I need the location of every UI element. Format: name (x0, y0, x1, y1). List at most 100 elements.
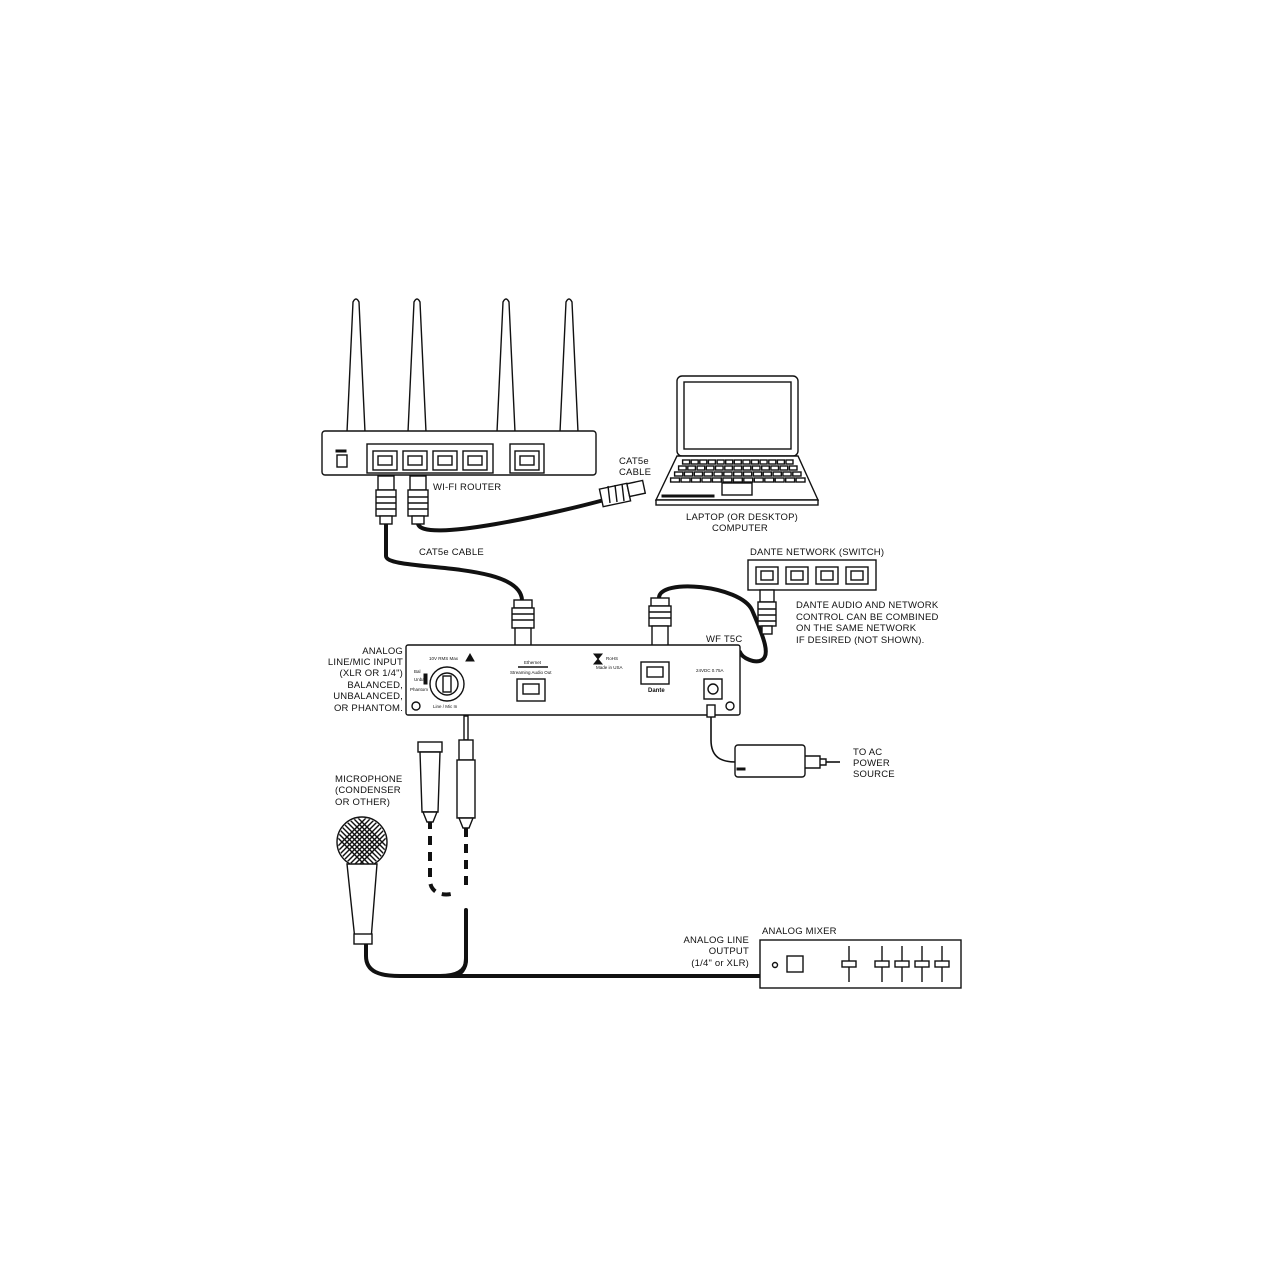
keyboard-key (711, 477, 723, 483)
keyboard-key (753, 477, 764, 483)
ethernet-port-icon[interactable] (516, 678, 546, 702)
switch-bal-label: Bal (414, 669, 421, 674)
router-body (321, 430, 597, 476)
keyboard-key (701, 477, 712, 483)
keyboard-key (732, 477, 744, 483)
keyboard-key (703, 471, 713, 477)
router-power-label (335, 449, 347, 453)
rohs-icon (592, 653, 604, 665)
combo-jack-outer[interactable] (429, 666, 465, 702)
keyboard-key (681, 459, 691, 465)
fader-knob[interactable] (934, 960, 950, 968)
keyboard-key (774, 477, 785, 483)
combo-jack-inner (435, 672, 459, 696)
ethernet-port-icon (372, 450, 398, 471)
dante-note-line3: ON THE SAME NETWORK (796, 623, 917, 634)
fader-knob[interactable] (841, 960, 857, 968)
mixer-body (759, 939, 962, 989)
ethernet-port-icon (402, 450, 428, 471)
mesh-line (338, 818, 386, 852)
keyboard-key (707, 459, 717, 465)
device-model-label: WF T5C (706, 634, 742, 645)
rj45-connector-icon (407, 475, 429, 525)
switch-unbal-label: Unbal (414, 677, 426, 682)
rohs-label: RoHS (606, 656, 618, 661)
cat5e-cable-top-label-line1: CAT5e (619, 456, 649, 467)
fader-knob[interactable] (874, 960, 890, 968)
power-plug-icon (706, 704, 716, 718)
power-cord-strain-relief (805, 755, 827, 769)
microphone-label-line2: (CONDENSER (335, 785, 401, 796)
keyboard-key (690, 477, 702, 483)
analog-input-label: ANALOG LINE/MIC INPUT (XLR OR 1/4") BALA… (328, 646, 403, 714)
jack-label: Line / Mic In (433, 704, 458, 709)
keyboard-key (779, 465, 789, 471)
keyboard-key (772, 471, 782, 477)
ethernet-port-icon (755, 566, 779, 585)
mixer-button[interactable] (786, 955, 804, 973)
svg-text:LINE/MIC INPUT: LINE/MIC INPUT (328, 657, 403, 668)
keyboard-key (795, 477, 806, 483)
power-adapter: TO AC POWER SOURCE (734, 744, 895, 780)
microphone-label-line3: OR OTHER) (335, 797, 390, 808)
keyboard-key (713, 471, 723, 477)
ethernet-port-icon (514, 450, 540, 471)
power-jack[interactable] (703, 678, 723, 700)
keyboard-key (724, 465, 734, 471)
switch-body (747, 559, 877, 591)
laptop-label-line1: LAPTOP (OR DESKTOP) (686, 512, 798, 523)
svg-text:BALANCED,: BALANCED, (347, 680, 403, 691)
analog-line-output-line3: (1/4" or XLR) (691, 958, 749, 969)
xlr-dashed-cable (428, 820, 456, 897)
switch-phantom-label: Phantom (410, 687, 428, 692)
keyboard-key (722, 477, 733, 483)
keyboard-key (677, 465, 687, 471)
ac-power-label-line1: TO AC (853, 747, 882, 758)
keyboard-key (762, 471, 773, 477)
dante-ethernet-port-icon[interactable] (640, 661, 670, 685)
fader-knob[interactable] (894, 960, 910, 968)
keyboard-key (750, 459, 760, 465)
keyboard-key (733, 459, 742, 465)
rj45-connector-icon (598, 479, 647, 508)
keyboard-key (714, 465, 724, 471)
svg-text:OR PHANTOM.: OR PHANTOM. (334, 703, 403, 714)
wf-t5c-device: WF T5C 10V RMS Max Bal Unbal Phantom Lin… (405, 597, 742, 718)
keyboard-key (716, 459, 725, 465)
cat5e-cable-label: CAT5e CABLE (419, 547, 484, 558)
keyboard-key (751, 465, 761, 471)
dante-cable-device-to-switch (657, 584, 768, 664)
keyboard-key (683, 471, 694, 477)
dante-logo: Dante (648, 688, 665, 694)
cat5e-cable-top-label-line2: CABLE (619, 467, 651, 478)
xlr-plug-icon (417, 741, 443, 823)
keyboard-key (723, 471, 733, 477)
microphone: MICROPHONE (CONDENSER OR OTHER) (335, 774, 402, 945)
laptop-trackpad (721, 482, 753, 496)
input-mode-switch[interactable] (423, 673, 428, 685)
ethernet-subtitle: Streaming Audio Out (510, 670, 552, 675)
microphone-cable (364, 940, 468, 978)
fader-knob[interactable] (914, 960, 930, 968)
analog-line-output-line2: OUTPUT (709, 946, 749, 957)
laptop-screen-bezel (676, 375, 799, 457)
made-in-label: Made in USA (596, 665, 623, 670)
keyboard-key (690, 459, 699, 465)
screw-icon (725, 701, 735, 711)
keyboard-key (696, 465, 706, 471)
keyboard-key (792, 471, 802, 477)
keyboard-key (743, 477, 754, 483)
mesh-line (338, 818, 386, 866)
ethernet-port-icon (432, 450, 458, 471)
keyboard-key (759, 459, 768, 465)
router-wan-group (509, 443, 545, 474)
microphone-label-line1: MICROPHONE (335, 774, 402, 785)
mesh-line (338, 818, 386, 847)
router-lan-group (366, 443, 494, 474)
keyboard-key (764, 477, 775, 483)
wifi-router-label: WI-FI ROUTER (433, 482, 501, 493)
keyboard-key (742, 459, 751, 465)
laptop-keyboard (669, 459, 806, 483)
laptop-front-edge (655, 499, 819, 506)
